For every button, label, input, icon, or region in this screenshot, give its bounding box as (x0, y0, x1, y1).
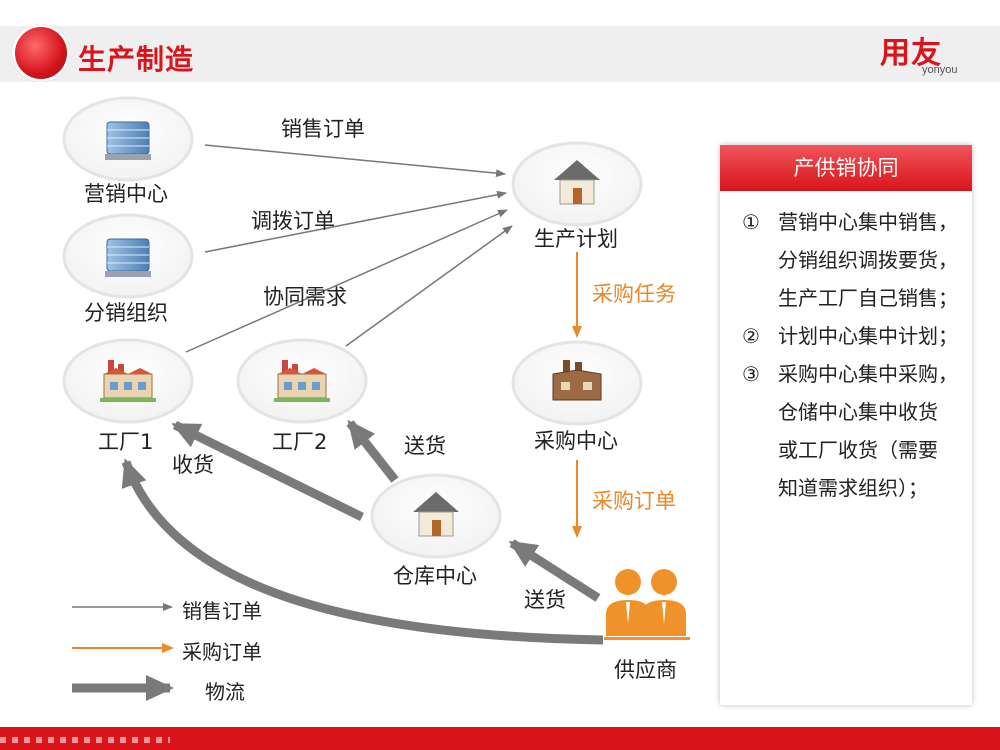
house-icon (413, 492, 459, 537)
item-line: 仓储中心集中收货 (778, 400, 938, 424)
logo-text-en: yonyou (922, 64, 958, 76)
edge-label-purchase-task: 采购任务 (592, 282, 676, 306)
item-line: 知道需求组织）； (778, 476, 928, 500)
node-factory1: 工厂1 (98, 430, 154, 454)
legend-logistics: 物流 (205, 680, 245, 704)
node-warehouse-center: 仓库中心 (393, 564, 477, 588)
edge-label-receive: 收货 (172, 453, 214, 477)
factory-icon (100, 360, 156, 402)
item-number: ① (742, 210, 760, 234)
item-line: 营销中心集中销售， (778, 210, 958, 234)
arrow-sales-order (204, 144, 506, 178)
header-bar (0, 26, 1000, 82)
globe-icon (12, 24, 70, 82)
item-line: 计划中心集中计划； (778, 324, 958, 348)
factory-icon (274, 360, 330, 402)
item-line: 或工厂收货（需要 (778, 438, 938, 462)
house-icon (554, 160, 600, 205)
legend-sales-order: 销售订单 (182, 599, 262, 623)
brand-logo: 用友 yonyou (880, 28, 990, 78)
arrow-collab-factory1 (185, 209, 508, 353)
panel-title: 产供销协同 (720, 145, 972, 191)
edge-label-collab-demand: 协同需求 (263, 285, 347, 309)
logo-text-cn: 用友 (880, 36, 942, 71)
node-marketing-center: 营销中心 (84, 182, 168, 206)
item-number: ③ (742, 362, 760, 386)
item-line: 分销组织调拨要货， (778, 248, 958, 272)
node-production-plan: 生产计划 (534, 227, 618, 251)
node-factory2: 工厂2 (272, 430, 328, 454)
panel-item-list: ① 营销中心集中销售， 分销组织调拨要货， 生产工厂自己销售； ② 计划中心集中… (742, 203, 968, 507)
office-building-icon (105, 121, 151, 160)
people-icon (604, 569, 690, 640)
panel-item: ② 计划中心集中计划； (742, 317, 968, 355)
edge-label-deliver-warehouse: 送货 (524, 588, 566, 612)
page-title: 生产制造 (78, 43, 195, 76)
panel-item: ③ 采购中心集中采购， 仓储中心集中收货 或工厂收货（需要 知道需求组织）； (742, 355, 968, 507)
item-number: ② (742, 324, 760, 348)
item-line: 采购中心集中采购， (778, 362, 958, 386)
footer-pattern (0, 737, 170, 743)
arrow-collab-factory2 (345, 225, 513, 347)
node-purchasing-center: 采购中心 (534, 429, 618, 453)
item-line: 生产工厂自己销售； (778, 286, 958, 310)
arrow-supplier-factory1 (121, 458, 604, 645)
node-supplier: 供应商 (614, 658, 677, 682)
footer-bar (0, 727, 1000, 750)
arrow-transfer-order (204, 190, 507, 253)
factory-building-icon (552, 360, 602, 401)
office-building-icon (105, 238, 151, 277)
edge-label-deliver-factory2: 送货 (404, 434, 446, 458)
collaboration-panel: 产供销协同 ① 营销中心集中销售， 分销组织调拨要货， 生产工厂自己销售； ② … (720, 145, 972, 705)
arrow-deliver-factory2 (346, 419, 399, 483)
edge-label-sales-order: 销售订单 (281, 117, 365, 141)
arrow-deliver-warehouse (508, 539, 601, 602)
panel-item: ① 营销中心集中销售， 分销组织调拨要货， 生产工厂自己销售； (742, 203, 968, 317)
legend-purchase-order: 采购订单 (182, 640, 262, 664)
edge-label-transfer-order: 调拨订单 (251, 209, 335, 233)
edge-label-purchase-order: 采购订单 (592, 489, 676, 513)
arrow-receive-factory1 (171, 420, 364, 522)
node-distribution-org: 分销组织 (84, 301, 168, 325)
